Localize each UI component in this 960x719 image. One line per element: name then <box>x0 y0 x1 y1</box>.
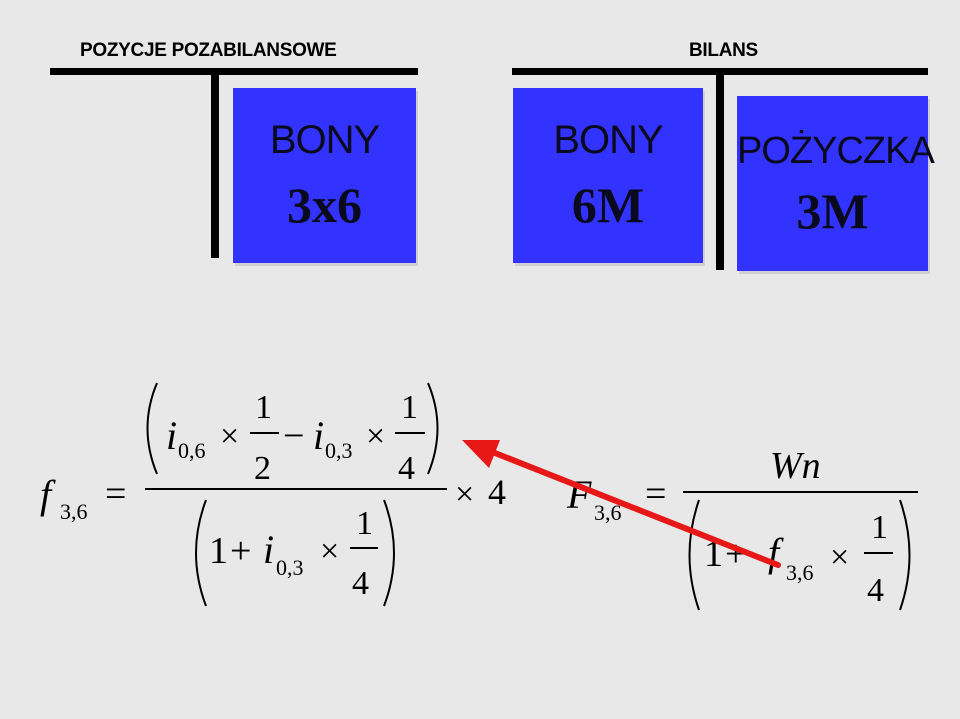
formula-fra-price: F 3,6 = Wn 1 + f 3,6 × 1 4 <box>566 445 918 611</box>
multiplier-four: 4 <box>488 472 506 512</box>
red-arrow-head <box>462 440 500 468</box>
red-arrow <box>462 440 781 568</box>
equals-sign: = <box>105 473 126 515</box>
balance-bony-card: BONY 6M <box>513 88 703 263</box>
right-frac-numerator: 1 <box>871 509 888 546</box>
balance-t-account-divider <box>716 68 724 270</box>
red-arrow-shaft <box>492 450 781 568</box>
formula-forward-rate: f 3,6 = i 0,6 × 1 2 − i 0,3 × 1 4 1 + i … <box>40 382 506 607</box>
right-den-left-paren <box>688 499 700 611</box>
right-den-f-subscript: 3,6 <box>786 560 814 585</box>
balance-loan-card: POŻYCZKA 3M <box>737 96 935 271</box>
right-frac-denominator: 4 <box>867 572 884 609</box>
frac2-denominator: 4 <box>398 450 415 487</box>
frac1-numerator: 1 <box>255 389 272 426</box>
f-subscript: 3,6 <box>60 499 88 524</box>
den-i03-variable: i <box>263 527 274 572</box>
i03-variable: i <box>313 413 324 458</box>
balance-bony-value: 6M <box>571 177 645 233</box>
i03-subscript: 0,3 <box>325 438 353 463</box>
balance-loan-value: 3M <box>796 183 869 239</box>
off-balance-header: POZYCJE POZABILANSOWE <box>80 40 337 61</box>
i06-subscript: 0,6 <box>178 438 206 463</box>
right-times: × <box>830 539 849 576</box>
frac2-numerator: 1 <box>401 389 418 426</box>
num-right-paren <box>427 382 439 475</box>
den-right-paren <box>383 499 395 607</box>
f-variable: f <box>40 472 56 517</box>
den-left-paren <box>195 499 207 607</box>
times-3: × <box>320 533 339 570</box>
off-balance-t-account-divider <box>211 68 219 258</box>
off-balance-t-account-top-bar <box>50 68 418 75</box>
times-4: × <box>455 476 474 513</box>
balance-loan-title: POŻYCZKA <box>737 130 935 172</box>
wn-numerator: Wn <box>770 445 821 487</box>
den-one: 1 <box>209 530 228 572</box>
off-balance-bony-value: 3x6 <box>287 177 362 233</box>
times-2: × <box>366 418 385 455</box>
balance-bony-title: BONY <box>553 118 663 162</box>
F-equals-sign: = <box>645 473 666 515</box>
den-i03-subscript: 0,3 <box>276 555 304 580</box>
den-frac-numerator: 1 <box>356 505 373 542</box>
frac1-denominator: 2 <box>254 450 271 487</box>
num-left-paren <box>146 382 158 475</box>
den-frac-denominator: 4 <box>352 565 369 602</box>
times-1: × <box>220 418 239 455</box>
F-variable: F <box>566 472 592 517</box>
right-den-f-variable: f <box>768 530 784 575</box>
right-den-right-paren <box>899 499 911 611</box>
i06-variable: i <box>166 413 177 458</box>
off-balance-bony-title: BONY <box>269 118 380 162</box>
den-plus: + <box>230 530 251 572</box>
off-balance-bony-card: BONY 3x6 <box>233 88 416 263</box>
balance-header: BILANS <box>689 40 758 61</box>
minus-sign: − <box>283 415 304 457</box>
